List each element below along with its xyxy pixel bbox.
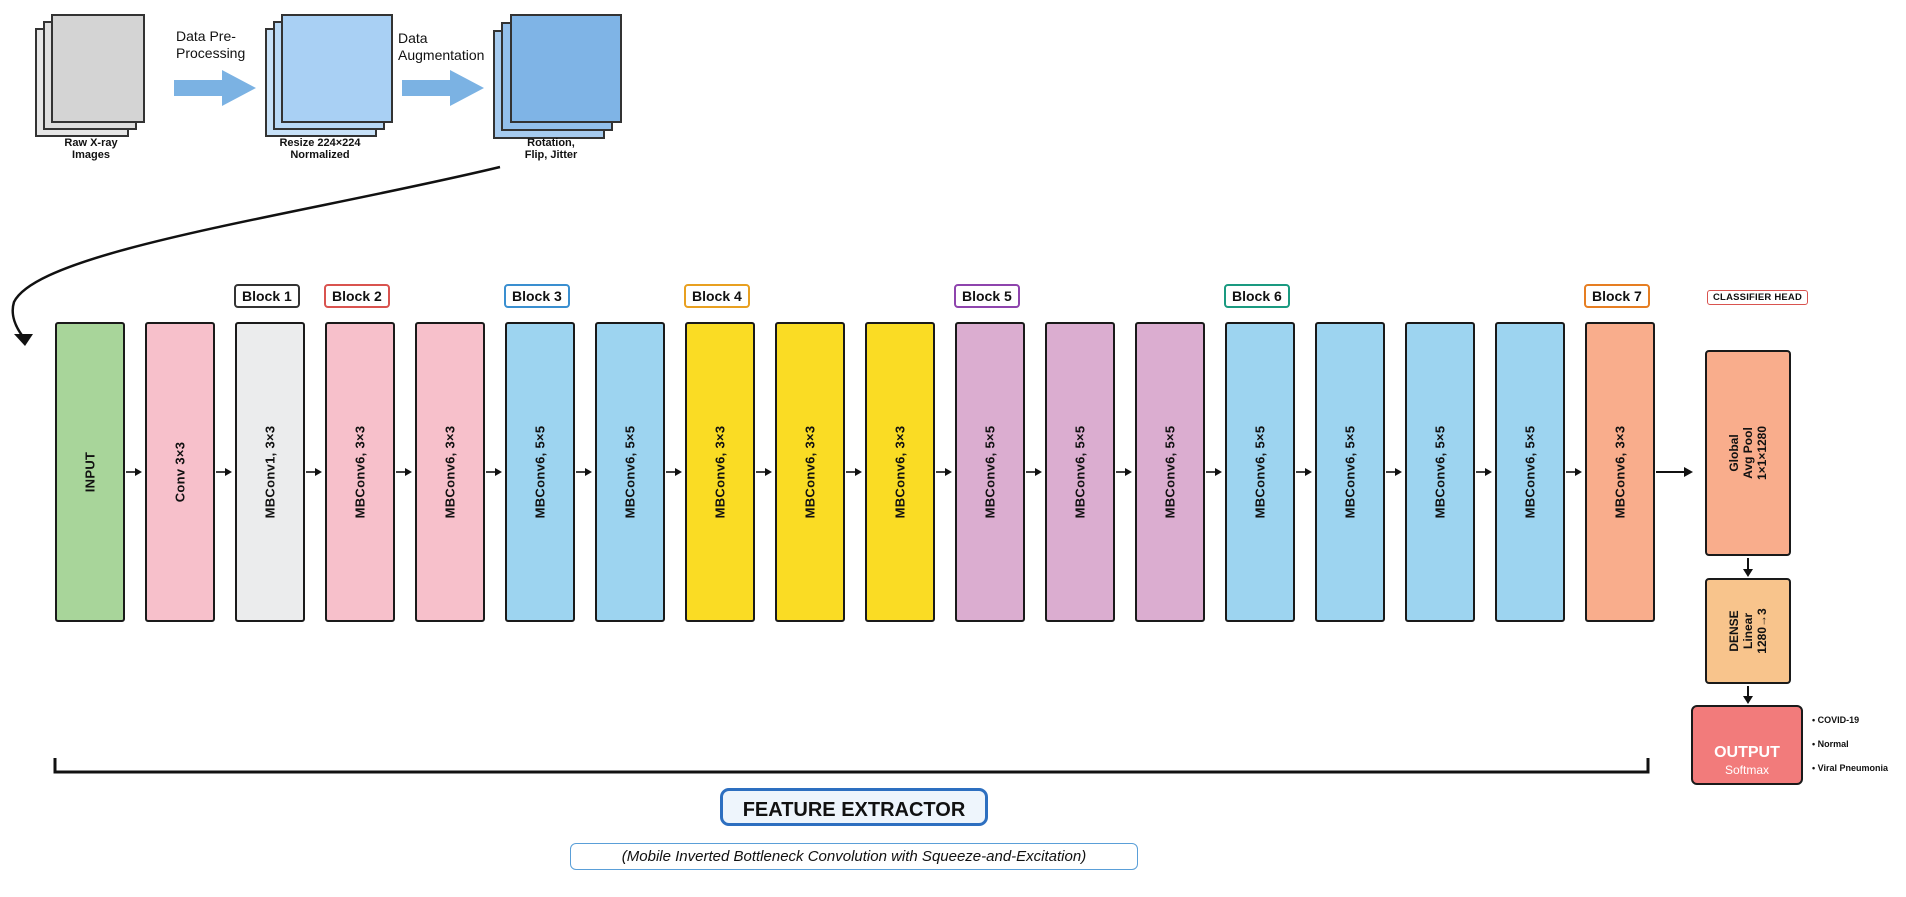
class-viral-pneumonia: • Viral Pneumonia bbox=[1812, 763, 1889, 773]
layer-11: MBConv6, 5×5 bbox=[955, 322, 1025, 622]
output-box: OUTPUT Softmax bbox=[1691, 705, 1803, 785]
layer-arrow-head-5 bbox=[495, 468, 502, 476]
layer-arrow-head-7 bbox=[675, 468, 682, 476]
classifier-head-title: CLASSIFIER HEAD bbox=[1707, 290, 1809, 305]
layer-arrow-head-4 bbox=[405, 468, 412, 476]
feature-extractor-subtitle: (Mobile Inverted Bottleneck Convolution … bbox=[570, 843, 1138, 870]
layer-arrow-head-1 bbox=[135, 468, 142, 476]
resized-image-sheet bbox=[281, 14, 393, 123]
raw-image-sheet bbox=[51, 14, 145, 123]
layer-3: MBConv1, 3×3 bbox=[235, 322, 305, 622]
output-title: OUTPUT bbox=[1714, 744, 1780, 761]
block-tag-5: Block 5 bbox=[954, 284, 1020, 308]
layer-1: INPUT bbox=[55, 322, 125, 622]
layer-arrow-head-17 bbox=[1575, 468, 1582, 476]
layer-10: MBConv6, 3×3 bbox=[865, 322, 935, 622]
block-tag-3: Block 3 bbox=[504, 284, 570, 308]
layer-16: MBConv6, 5×5 bbox=[1405, 322, 1475, 622]
raw-images-caption: Raw X-ray Images bbox=[64, 137, 118, 161]
layer-5: MBConv6, 3×3 bbox=[415, 322, 485, 622]
pipeline-to-input-curve bbox=[11, 165, 501, 346]
augmented-image-sheet bbox=[510, 14, 622, 123]
block-tag-6: Block 6 bbox=[1224, 284, 1290, 308]
layer-6: MBConv6, 5×5 bbox=[505, 322, 575, 622]
layer-15: MBConv6, 5×5 bbox=[1315, 322, 1385, 622]
class-normal: • Normal bbox=[1812, 739, 1849, 749]
arrow-to-pool-head bbox=[1684, 467, 1693, 477]
block-tag-7: Block 7 bbox=[1584, 284, 1650, 308]
layer-arrow-head-15 bbox=[1395, 468, 1402, 476]
layer-2: Conv 3×3 bbox=[145, 322, 215, 622]
layer-arrow-head-10 bbox=[945, 468, 952, 476]
resize-caption: Resize 224×224 Normalized bbox=[279, 137, 361, 161]
feature-extractor-title: FEATURE EXTRACTOR bbox=[720, 788, 988, 826]
augmentation-step-label: Data Augmentation bbox=[398, 30, 485, 63]
global-avg-pool-box: Global Avg Pool 1×1×1280 bbox=[1705, 350, 1791, 556]
layer-arrow-head-16 bbox=[1485, 468, 1492, 476]
layer-arrow-head-2 bbox=[225, 468, 232, 476]
layer-14: MBConv6, 5×5 bbox=[1225, 322, 1295, 622]
block-tag-1: Block 1 bbox=[234, 284, 300, 308]
augmentation-caption: Rotation, Flip, Jitter bbox=[524, 137, 578, 161]
preprocessing-step-label: Data Pre- Processing bbox=[176, 28, 246, 61]
layer-arrow-head-3 bbox=[315, 468, 322, 476]
layer-arrow-head-14 bbox=[1305, 468, 1312, 476]
layer-arrow-head-11 bbox=[1035, 468, 1042, 476]
block-tag-4: Block 4 bbox=[684, 284, 750, 308]
block-tag-2: Block 2 bbox=[324, 284, 390, 308]
layer-9: MBConv6, 3×3 bbox=[775, 322, 845, 622]
layer-12: MBConv6, 5×5 bbox=[1045, 322, 1115, 622]
layer-13: MBConv6, 5×5 bbox=[1135, 322, 1205, 622]
layer-arrow-head-8 bbox=[765, 468, 772, 476]
layer-17: MBConv6, 5×5 bbox=[1495, 322, 1565, 622]
layer-arrow-head-6 bbox=[585, 468, 592, 476]
layer-4: MBConv6, 3×3 bbox=[325, 322, 395, 622]
layer-8: MBConv6, 3×3 bbox=[685, 322, 755, 622]
arrow-to-output-head bbox=[1743, 696, 1753, 704]
output-subtitle: Softmax bbox=[1724, 763, 1769, 777]
augmentation-arrow bbox=[402, 70, 484, 106]
preprocessing-arrow bbox=[174, 70, 256, 106]
dense-linear-box: DENSE Linear 1280→3 bbox=[1705, 578, 1791, 684]
layer-arrow-head-13 bbox=[1215, 468, 1222, 476]
layer-7: MBConv6, 5×5 bbox=[595, 322, 665, 622]
arrow-to-dense-head bbox=[1743, 569, 1753, 577]
layer-18: MBConv6, 3×3 bbox=[1585, 322, 1655, 622]
class-covid19: • COVID-19 bbox=[1812, 715, 1860, 725]
layer-arrow-head-12 bbox=[1125, 468, 1132, 476]
layer-arrow-head-9 bbox=[855, 468, 862, 476]
